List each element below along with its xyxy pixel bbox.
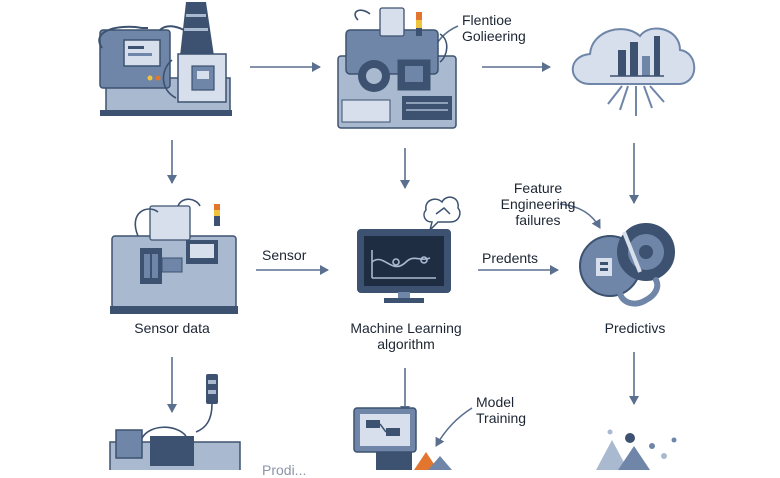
machine-illustration <box>337 7 457 129</box>
annotation-top-line2: Golieering <box>462 28 526 44</box>
annotation-model-line2: Training <box>476 410 527 426</box>
arrow-annotation-model <box>435 407 473 447</box>
caption-ml-line1: Machine Learning <box>350 320 462 336</box>
predictive-gears-illustration <box>579 223 675 307</box>
annotation-model-line1: Model <box>476 394 515 410</box>
caption-sensor-data: Sensor data <box>134 320 210 336</box>
bottom-machine-illustration <box>109 374 241 470</box>
annotation-top-line1: Flentioe <box>462 12 512 28</box>
caption-predictive: Predictivs <box>604 320 666 336</box>
cloud-illustration <box>571 27 696 116</box>
flow-arrows <box>167 25 639 447</box>
bottom-training-illustration <box>353 407 452 470</box>
arrow-label-predents: Predents <box>482 250 539 266</box>
sensor-equipment-illustration <box>110 198 238 314</box>
feature-engineering-line1: Feature <box>513 180 563 196</box>
bottom-predict-illustration <box>596 429 677 470</box>
ml-monitor-illustration <box>357 196 461 303</box>
arrow-annotation-feature <box>559 203 601 229</box>
caption-ml-line2: algorithm <box>377 336 435 352</box>
factory-illustration <box>98 2 232 116</box>
arrow-label-sensor: Sensor <box>262 247 307 263</box>
feature-engineering-line3: failures <box>515 212 561 228</box>
feature-engineering-line2: Engineering <box>500 196 576 212</box>
caption-cut-off: Prodi... <box>262 462 307 478</box>
